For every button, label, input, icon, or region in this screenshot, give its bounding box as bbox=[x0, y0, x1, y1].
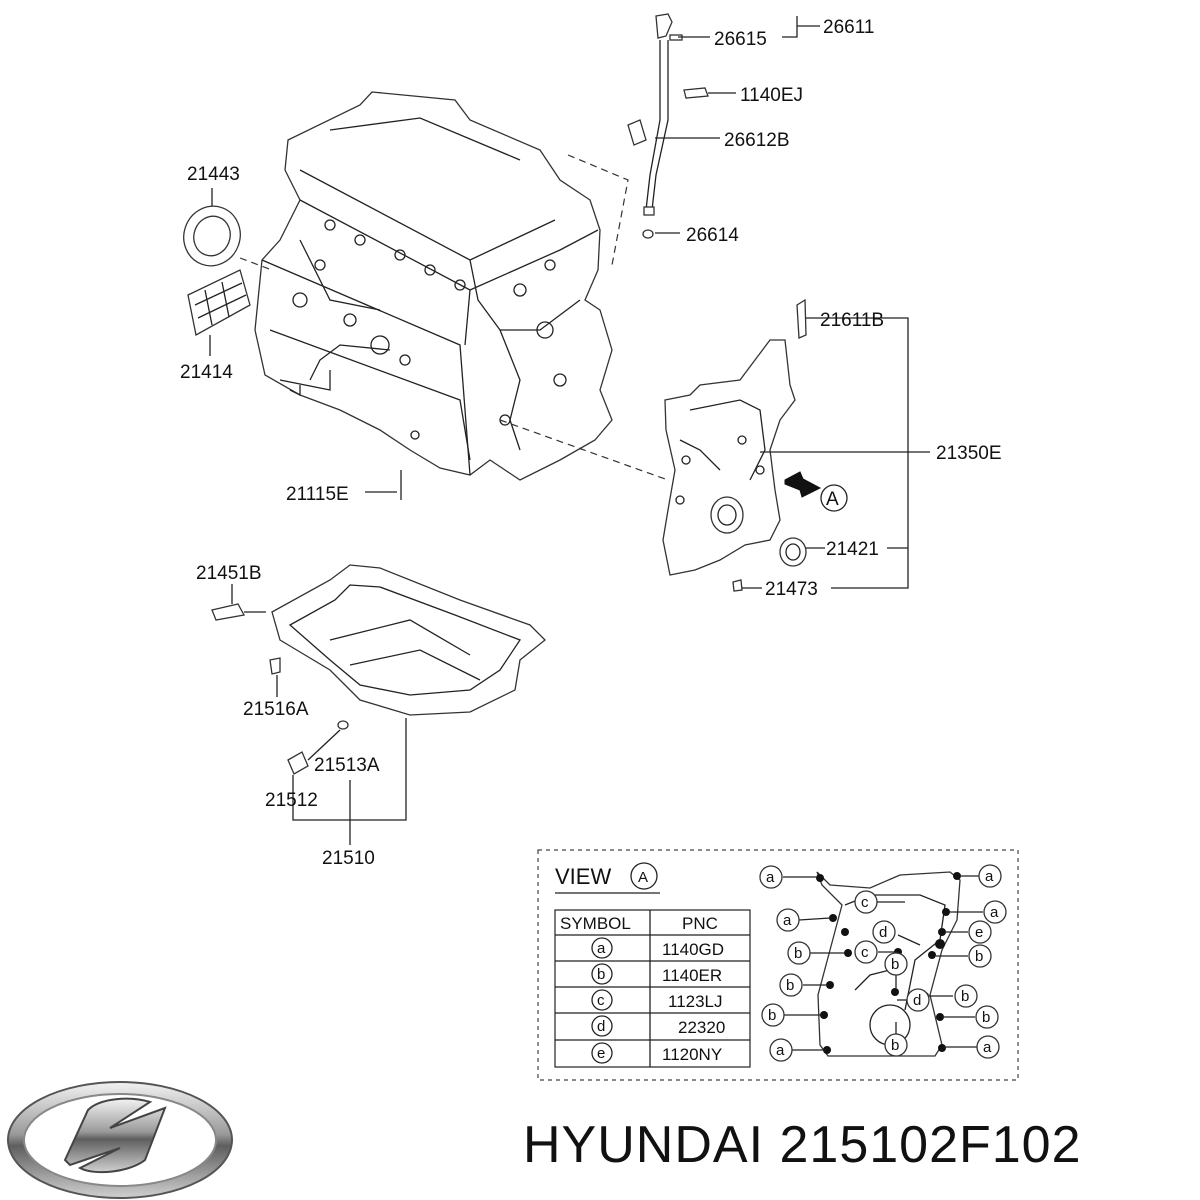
label-21513A: 21513A bbox=[314, 755, 380, 776]
callout-d: d bbox=[913, 992, 921, 1009]
label-21611B: 21611B bbox=[820, 310, 884, 331]
callout-b: b bbox=[891, 956, 899, 973]
table-header-pnc: PNC bbox=[682, 914, 718, 933]
arrow-marker-label: A bbox=[826, 489, 839, 510]
callout-b: b bbox=[975, 948, 983, 965]
label-21443: 21443 bbox=[187, 164, 240, 185]
callout-a: a bbox=[766, 869, 775, 886]
part-labels: 26611 26615 1140EJ 26612B 26614 21443 21… bbox=[180, 17, 1002, 869]
table-pnc: 1123LJ bbox=[668, 992, 723, 1011]
view-callouts: a a a a e c b b b b b b b a bbox=[759, 864, 1007, 1062]
label-21510: 21510 bbox=[322, 848, 375, 869]
label-26614: 26614 bbox=[686, 225, 739, 246]
table-symbol: e bbox=[597, 1045, 605, 1062]
label-21473: 21473 bbox=[765, 579, 818, 600]
label-26612B: 26612B bbox=[724, 130, 790, 151]
label-21516A: 21516A bbox=[243, 699, 309, 720]
timing-cover-drawing bbox=[662, 298, 822, 592]
callout-e: e bbox=[975, 924, 983, 941]
engine-block-drawing bbox=[239, 91, 669, 481]
table-pnc: 1120NY bbox=[662, 1045, 722, 1064]
callout-a: a bbox=[985, 868, 994, 885]
callout-b: b bbox=[768, 1007, 776, 1024]
label-21421: 21421 bbox=[826, 539, 879, 560]
hyundai-logo-icon bbox=[7, 1081, 233, 1199]
callout-c: c bbox=[861, 894, 869, 911]
dipstick-drawing bbox=[627, 13, 709, 239]
rear-plate-drawing bbox=[187, 269, 251, 337]
table-pnc: 22320 bbox=[678, 1018, 725, 1037]
label-21414: 21414 bbox=[180, 362, 233, 383]
label-21451B: 21451B bbox=[196, 563, 262, 584]
table-symbol: b bbox=[597, 966, 605, 983]
label-26611: 26611 bbox=[823, 17, 874, 38]
callout-b: b bbox=[794, 945, 802, 962]
view-a-panel: VIEW A SYMBOL PNC a 1140GD b 1140ER c 11… bbox=[537, 849, 1019, 1081]
table-pnc: 1140GD bbox=[662, 940, 724, 959]
callout-a: a bbox=[990, 904, 999, 921]
callout-c: c bbox=[861, 944, 869, 961]
label-21115E: 21115E bbox=[286, 484, 349, 505]
brand-part-number: HYUNDAI 215102F102 bbox=[523, 1116, 1082, 1174]
view-title: VIEW bbox=[555, 864, 611, 889]
label-21512: 21512 bbox=[265, 790, 318, 811]
callout-a: a bbox=[983, 1039, 992, 1056]
table-symbol: d bbox=[597, 1018, 605, 1035]
callout-a: a bbox=[783, 912, 792, 929]
oil-pan-drawing bbox=[211, 564, 546, 775]
table-pnc: 1140ER bbox=[662, 966, 722, 985]
callout-b: b bbox=[961, 988, 969, 1005]
callout-b: b bbox=[891, 1037, 899, 1054]
leader-lines bbox=[209, 16, 930, 845]
callout-a: a bbox=[776, 1042, 785, 1059]
symbol-pnc-table: SYMBOL PNC a 1140GD b 1140ER c 1123LJ d … bbox=[554, 909, 751, 1068]
table-symbol: a bbox=[597, 940, 606, 957]
callout-d: d bbox=[879, 924, 887, 941]
table-header-symbol: SYMBOL bbox=[560, 914, 631, 933]
view-marker: A bbox=[638, 869, 648, 886]
label-21350E: 21350E bbox=[936, 443, 1002, 464]
callout-b: b bbox=[982, 1009, 990, 1026]
rear-oil-seal-drawing bbox=[183, 205, 241, 267]
table-symbol: c bbox=[597, 992, 605, 1009]
label-26615: 26615 bbox=[714, 29, 767, 50]
label-1140EJ: 1140EJ bbox=[740, 85, 803, 106]
callout-b: b bbox=[786, 977, 794, 994]
